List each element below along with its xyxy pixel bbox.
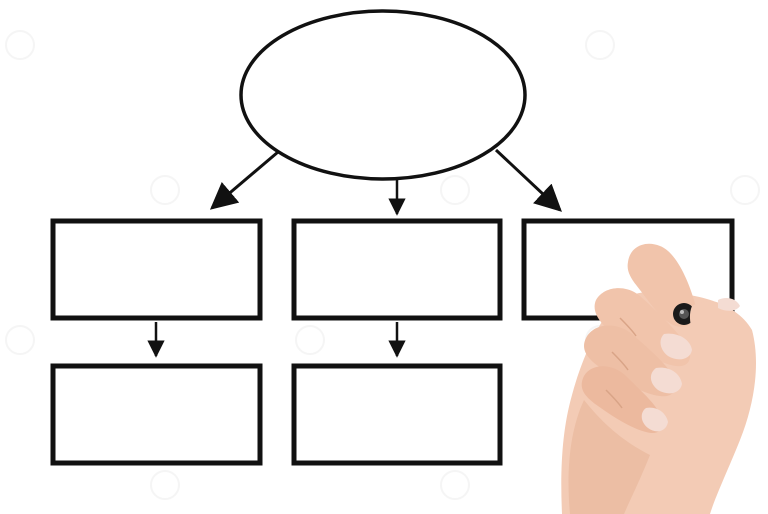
marker-pen: [673, 303, 695, 325]
arrow-root-to-right: [494, 148, 562, 212]
box-left: [50, 218, 263, 321]
box-bottom-middle: [291, 363, 503, 466]
hand-holding-marker-icon: [561, 243, 756, 514]
arrow-root-to-left: [209, 150, 279, 210]
box-bottom-left: [50, 363, 263, 466]
box-middle: [291, 218, 503, 321]
root-ellipse: [239, 9, 527, 181]
